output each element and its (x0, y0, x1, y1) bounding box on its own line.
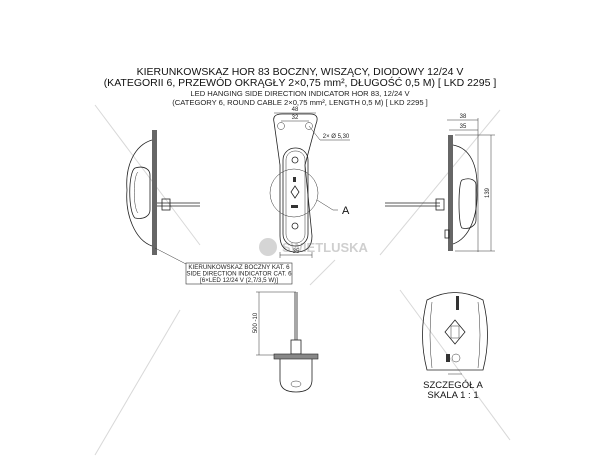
label-line-2: SIDE DIRECTION INDICATOR CAT. 6 (186, 271, 292, 278)
front-view: A 48 32 2× Ø 5,30 35 (269, 107, 350, 258)
dim-48: 48 (292, 107, 299, 113)
detail-a-view: SZCZEGÓŁ A SKALA 1 : 1 (422, 292, 488, 401)
dim-139: 139 (485, 187, 491, 198)
left-side-view (126, 130, 200, 255)
right-side-view: 38 35 139 (385, 114, 495, 252)
detail-scale: SKALA 1 : 1 (427, 390, 478, 401)
title-line-4: (CATEGORY 6, ROUND CABLE 2×0,75 mm², LEN… (172, 98, 428, 107)
dim-holes: 2× Ø 5,30 (323, 134, 350, 140)
dim-cable-length: 500 -10 (253, 312, 259, 333)
dim-38: 38 (460, 114, 467, 120)
dim-35-front: 35 (293, 249, 300, 255)
title-line-2: (KATEGORII 6, PRZEWÓD OKRĄGŁY 2×0,75 mm²… (104, 76, 497, 89)
title-line-3: LED HANGING SIDE DIRECTION INDICATOR HOR… (190, 89, 410, 98)
dim-35-side: 35 (460, 124, 467, 130)
label-box: KIERUNKOWSKAZ BOCZNY KAT. 6 SIDE DIRECTI… (154, 247, 293, 285)
detail-a-circle (269, 168, 319, 218)
watermark-text: SWIETLUSKA (282, 240, 369, 255)
watermark-logo: SWIETLUSKA (259, 238, 369, 256)
watermark-lines (94, 104, 511, 456)
title-line-1: KIERUNKOWSKAZ HOR 83 BOCZNY, WISZĄCY, DI… (137, 66, 464, 78)
label-line-1: KIERUNKOWSKAZ BOCZNY KAT. 6 (188, 264, 290, 271)
detail-title: SZCZEGÓŁ A (423, 380, 483, 391)
bottom-view: 500 -10 (253, 291, 319, 393)
label-line-3: [6×LED 12/24 V (2,7/3,5 W)] (200, 277, 278, 284)
detail-marker: A (342, 205, 350, 217)
title-block: KIERUNKOWSKAZ HOR 83 BOCZNY, WISZĄCY, DI… (104, 66, 497, 107)
dim-32: 32 (292, 115, 299, 121)
